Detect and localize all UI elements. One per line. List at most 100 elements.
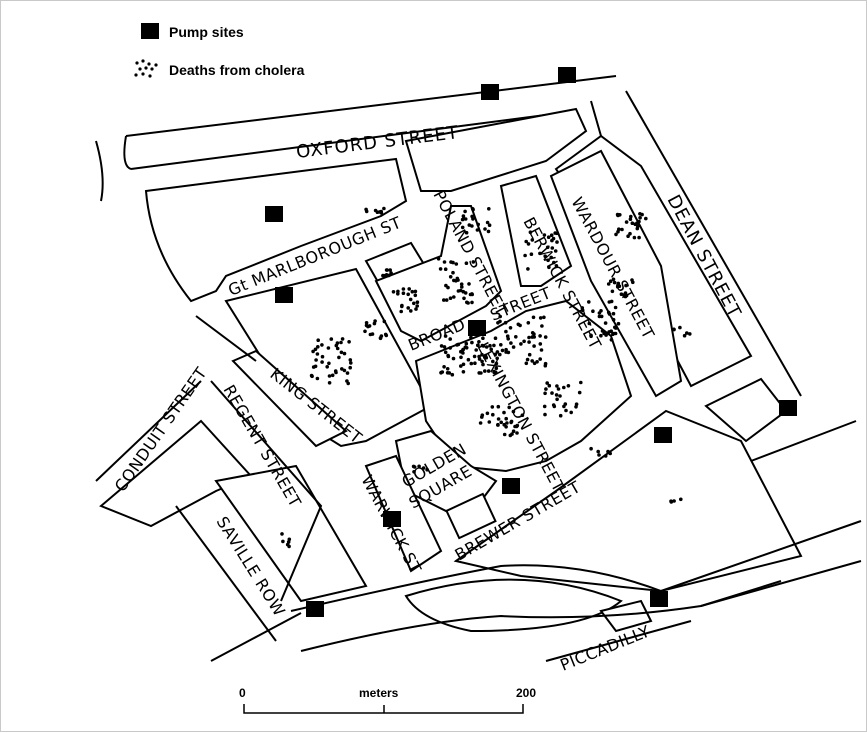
death-dot (481, 362, 485, 367)
death-dot (492, 370, 496, 375)
death-dot (406, 292, 411, 297)
death-dot (476, 343, 480, 348)
death-dot (542, 404, 547, 409)
conduit-street-edge (95, 380, 202, 482)
death-dot (526, 321, 531, 325)
death-dot (381, 273, 385, 278)
death-dot (577, 390, 582, 395)
death-dot (530, 335, 535, 339)
death-dot (349, 361, 353, 365)
legend-pump-label: Pump sites (169, 24, 244, 40)
death-dot (589, 334, 593, 339)
death-dot (443, 350, 448, 355)
death-dot (562, 385, 566, 390)
death-dot (566, 384, 571, 388)
death-dot (311, 349, 315, 354)
death-dot (415, 304, 420, 308)
death-dot (615, 284, 620, 289)
death-dot (414, 307, 418, 311)
death-dot (535, 360, 539, 364)
death-dot (385, 268, 389, 272)
death-dot (618, 213, 622, 217)
pump-site (654, 427, 672, 443)
death-dot (335, 346, 340, 351)
death-dot (522, 339, 526, 344)
death-dot (439, 344, 444, 348)
legend-dot (147, 62, 151, 66)
death-dot (547, 265, 551, 270)
legend-pump-icon (141, 23, 159, 39)
death-dot (494, 361, 499, 366)
death-dot (315, 376, 320, 381)
death-dot (451, 270, 455, 275)
death-dot (462, 296, 466, 301)
death-dot (493, 336, 498, 341)
death-dot (421, 466, 426, 470)
golden-square-inner (445, 492, 497, 540)
death-dot (408, 297, 413, 302)
death-dot (469, 335, 473, 340)
death-dot (555, 384, 559, 388)
death-dot (510, 432, 514, 436)
legend-dot (154, 63, 158, 67)
piccadilly-south-edge (300, 560, 862, 652)
death-dot (496, 422, 500, 427)
legend-dot (135, 61, 139, 65)
oxford-street-south-edge (130, 110, 577, 170)
death-dot (326, 346, 331, 350)
death-dot (490, 405, 495, 409)
lower-right-edge (700, 580, 782, 607)
death-dot (632, 235, 637, 240)
death-dot (409, 309, 413, 313)
death-dot (498, 352, 502, 357)
death-dot (452, 278, 456, 283)
south-west-edge (210, 612, 302, 662)
block-northwest (144, 157, 408, 303)
death-dot (597, 453, 601, 457)
label-piccadilly: PICCADILLY (557, 621, 652, 674)
death-dot (366, 324, 370, 329)
death-dot (314, 358, 318, 362)
death-dot (483, 369, 487, 373)
death-dot (524, 239, 528, 244)
death-dot (460, 217, 465, 222)
death-dot (613, 331, 618, 336)
death-dot (340, 337, 345, 341)
death-dot (551, 236, 556, 241)
death-dot (495, 356, 500, 361)
pump-site (650, 591, 668, 607)
death-dot (476, 222, 481, 227)
death-dot (599, 309, 603, 313)
death-dot (491, 359, 495, 364)
death-dot (399, 309, 404, 314)
death-dot (480, 343, 485, 348)
death-dot (538, 342, 543, 346)
death-dot (504, 416, 509, 421)
legend-dot (148, 74, 152, 78)
death-dot (555, 231, 559, 236)
death-dot (442, 298, 446, 302)
death-dot (486, 369, 491, 373)
death-dot (538, 334, 542, 338)
block-saville (214, 464, 368, 603)
death-dot (480, 415, 484, 419)
death-dot (554, 393, 559, 397)
block-berwick-wardour (499, 174, 573, 287)
death-dot (527, 352, 532, 357)
death-dot (327, 374, 332, 378)
death-dot (528, 230, 533, 234)
death-dot (514, 335, 518, 339)
death-dot (281, 539, 285, 544)
saville-row-edge (175, 505, 277, 642)
death-dot (520, 413, 525, 418)
death-dot (382, 206, 386, 211)
death-dot (412, 470, 416, 474)
death-dot (616, 229, 620, 234)
death-dot (459, 355, 463, 360)
death-dot (471, 217, 475, 221)
death-dot (499, 343, 503, 347)
death-dot (370, 332, 375, 336)
death-dot (589, 446, 593, 451)
